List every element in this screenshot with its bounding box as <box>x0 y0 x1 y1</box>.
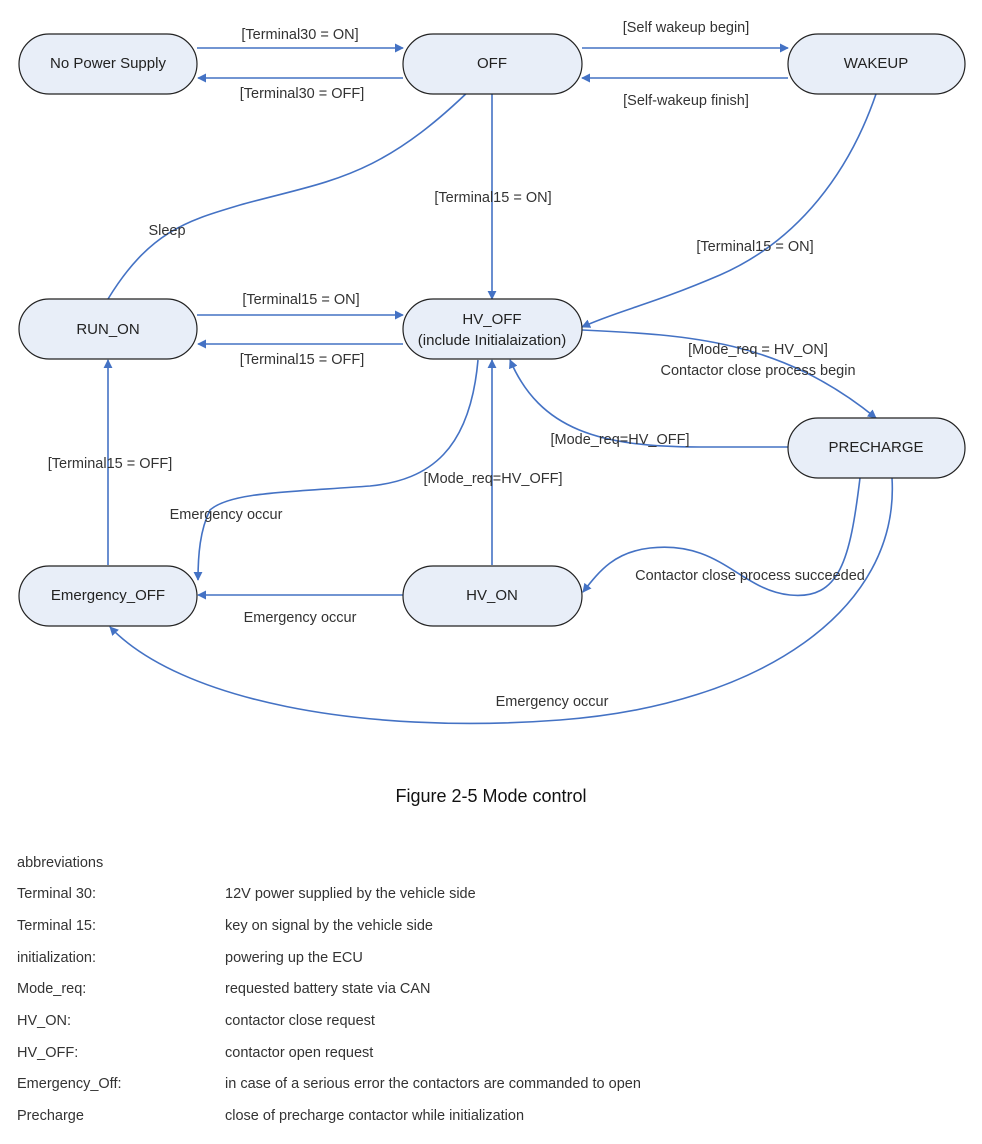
state-label: OFF <box>477 55 507 72</box>
abbreviation-term: HV_OFF: <box>17 1045 79 1061</box>
state-label: Emergency_OFF <box>51 587 165 604</box>
abbreviation-definition: in case of a serious error the contactor… <box>225 1076 641 1092</box>
abbreviation-term: Emergency_Off: <box>17 1076 122 1092</box>
abbreviation-definition: requested battery state via CAN <box>225 981 431 997</box>
abbreviation-term: Terminal 30: <box>17 886 96 902</box>
edge-precharge-to-hvoff <box>509 359 788 448</box>
transition-labels: [Terminal30 = ON] [Terminal30 = OFF] [Se… <box>48 20 865 710</box>
label-mode-req-hv-off-hvon: [Mode_req=HV_OFF] <box>423 471 562 487</box>
abbreviation-term: HV_ON: <box>17 1013 71 1029</box>
edge-runon-to-off-sleep <box>107 81 479 300</box>
label-t30-on: [Terminal30 = ON] <box>241 27 358 43</box>
edge-hvoff-to-emoff <box>193 359 479 581</box>
state-label: PRECHARGE <box>828 439 923 456</box>
label-t30-off: [Terminal30 = OFF] <box>240 86 365 102</box>
label-t15-on-off-hvoff: [Terminal15 = ON] <box>434 190 551 206</box>
label-emergency-precharge: Emergency occur <box>496 694 609 710</box>
edge-wakeup-to-hvoff <box>581 93 877 328</box>
label-t15-on-runon-hvoff: [Terminal15 = ON] <box>242 292 359 308</box>
state-wakeup: WAKEUP <box>787 33 966 95</box>
abbreviation-definition: contactor open request <box>225 1045 374 1061</box>
state-label-line2: (include Initialaization) <box>418 332 566 349</box>
mode-control-diagram: No Power Supply OFF WAKEUP RUN_ON HV_OFF… <box>18 20 966 725</box>
abbreviation-term: initialization: <box>17 950 96 966</box>
state-hv-on: HV_ON <box>402 565 583 627</box>
edge-precharge-to-emoff <box>109 477 894 725</box>
label-contactor-succeeded: Contactor close process succeeded <box>635 568 865 584</box>
state-label: HV_ON <box>466 587 518 604</box>
state-precharge: PRECHARGE <box>787 417 966 479</box>
abbreviation-definition: close of precharge contactor while initi… <box>225 1108 525 1124</box>
label-self-wakeup-finish: [Self-wakeup finish] <box>623 93 749 109</box>
abbreviation-term: Mode_req: <box>17 981 87 997</box>
abbreviation-term: Terminal 15: <box>17 918 96 934</box>
label-t15-off-hvoff-runon: [Terminal15 = OFF] <box>240 352 365 368</box>
abbreviation-definition: contactor close request <box>225 1013 375 1029</box>
label-t15-on-wakeup-hvoff: [Terminal15 = ON] <box>696 239 813 255</box>
edge-hvoff-to-precharge <box>581 329 877 419</box>
transition-edges <box>103 43 894 725</box>
state-hv-off: HV_OFF (include Initialaization) <box>402 298 583 360</box>
abbreviation-term: Precharge <box>17 1108 84 1124</box>
abbreviation-definition: key on signal by the vehicle side <box>225 918 433 934</box>
state-emergency-off: Emergency_OFF <box>18 565 198 627</box>
figure-caption: Figure 2-5 Mode control <box>395 786 587 806</box>
state-label: No Power Supply <box>50 55 166 72</box>
label-sleep: Sleep <box>148 223 185 239</box>
label-mode-req-hv-off-precharge: [Mode_req=HV_OFF] <box>550 432 689 448</box>
abbreviations-title: abbreviations <box>17 855 104 871</box>
abbreviation-definition: 12V power supplied by the vehicle side <box>225 886 476 902</box>
label-contactor-begin: Contactor close process begin <box>660 363 855 379</box>
label-t15-off-emoff-runon: [Terminal15 = OFF] <box>48 456 173 472</box>
state-no-power-supply: No Power Supply <box>18 33 198 95</box>
state-run-on: RUN_ON <box>18 298 198 360</box>
label-emergency-hvoff: Emergency occur <box>170 507 283 523</box>
label-mode-req-hv-on: [Mode_req = HV_ON] <box>688 342 828 358</box>
label-emergency-hvon: Emergency occur <box>244 610 357 626</box>
state-off: OFF <box>402 33 583 95</box>
edge-precharge-to-hvon <box>582 477 861 597</box>
abbreviation-definition: powering up the ECU <box>225 950 363 966</box>
label-self-wakeup-begin: [Self wakeup begin] <box>623 20 750 36</box>
state-label-line1: HV_OFF <box>462 311 521 328</box>
state-label: WAKEUP <box>844 55 908 72</box>
state-label: RUN_ON <box>76 321 139 338</box>
